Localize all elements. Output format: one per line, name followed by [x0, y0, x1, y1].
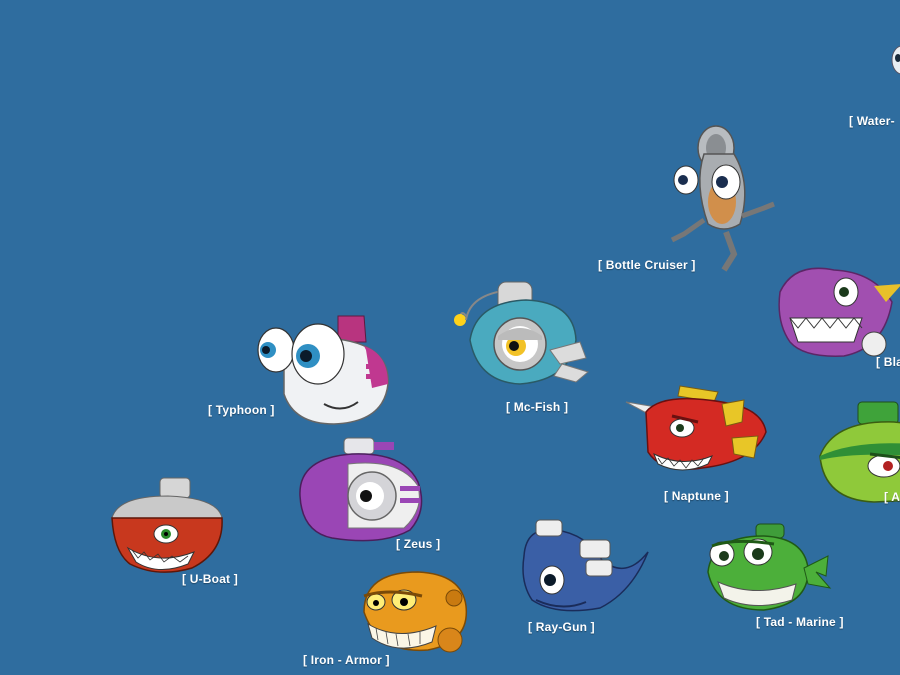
partial-submarine-icon — [891, 45, 900, 75]
ray-gun-sub[interactable] — [516, 516, 652, 616]
tad-marine-sub[interactable] — [704, 522, 834, 614]
mc-fish-sub[interactable] — [450, 280, 595, 390]
naptune-sub-icon — [625, 385, 767, 471]
zeus-label[interactable]: [ Zeus ] — [396, 537, 441, 551]
water-sub[interactable] — [884, 40, 900, 80]
tad-marine-sub-icon — [707, 523, 832, 611]
ray-gun-label[interactable]: [ Ray-Gun ] — [528, 620, 595, 634]
zeus-sub[interactable] — [292, 436, 432, 546]
iron-armor-label[interactable]: [ Iron - Armor ] — [303, 653, 390, 667]
u-boat-label[interactable]: [ U-Boat ] — [182, 572, 238, 586]
u-boat-sub-icon — [111, 477, 223, 573]
bottle-cruiser-sub[interactable] — [664, 124, 784, 274]
iron-armor-sub[interactable] — [358, 566, 474, 656]
ray-gun-sub-icon — [522, 519, 649, 612]
naptune-label[interactable]: [ Naptune ] — [664, 489, 729, 503]
typhoon-label[interactable]: [ Typhoon ] — [208, 403, 275, 417]
bottle-cruiser-sub-icon — [670, 125, 775, 272]
blade-sub[interactable] — [774, 262, 900, 362]
iron-armor-sub-icon — [363, 571, 468, 653]
green-shark-label[interactable]: [ A — [884, 490, 900, 504]
typhoon-sub[interactable] — [254, 314, 394, 426]
u-boat-sub[interactable] — [108, 474, 228, 578]
typhoon-sub-icon — [257, 315, 389, 425]
mc-fish-sub-icon — [454, 281, 590, 385]
green-shark-sub[interactable] — [814, 400, 900, 504]
purple-shark-sub-icon — [778, 267, 900, 357]
blade-label[interactable]: [ Bla — [876, 355, 900, 369]
tad-marine-label[interactable]: [ Tad - Marine ] — [756, 615, 844, 629]
green-shark-sub-icon — [819, 401, 900, 503]
mc-fish-label[interactable]: [ Mc-Fish ] — [506, 400, 569, 414]
bottle-cruiser-label[interactable]: [ Bottle Cruiser ] — [598, 258, 696, 272]
naptune-sub[interactable] — [622, 382, 772, 482]
zeus-sub-icon — [299, 437, 423, 542]
water-label[interactable]: [ Water- — [849, 114, 895, 128]
